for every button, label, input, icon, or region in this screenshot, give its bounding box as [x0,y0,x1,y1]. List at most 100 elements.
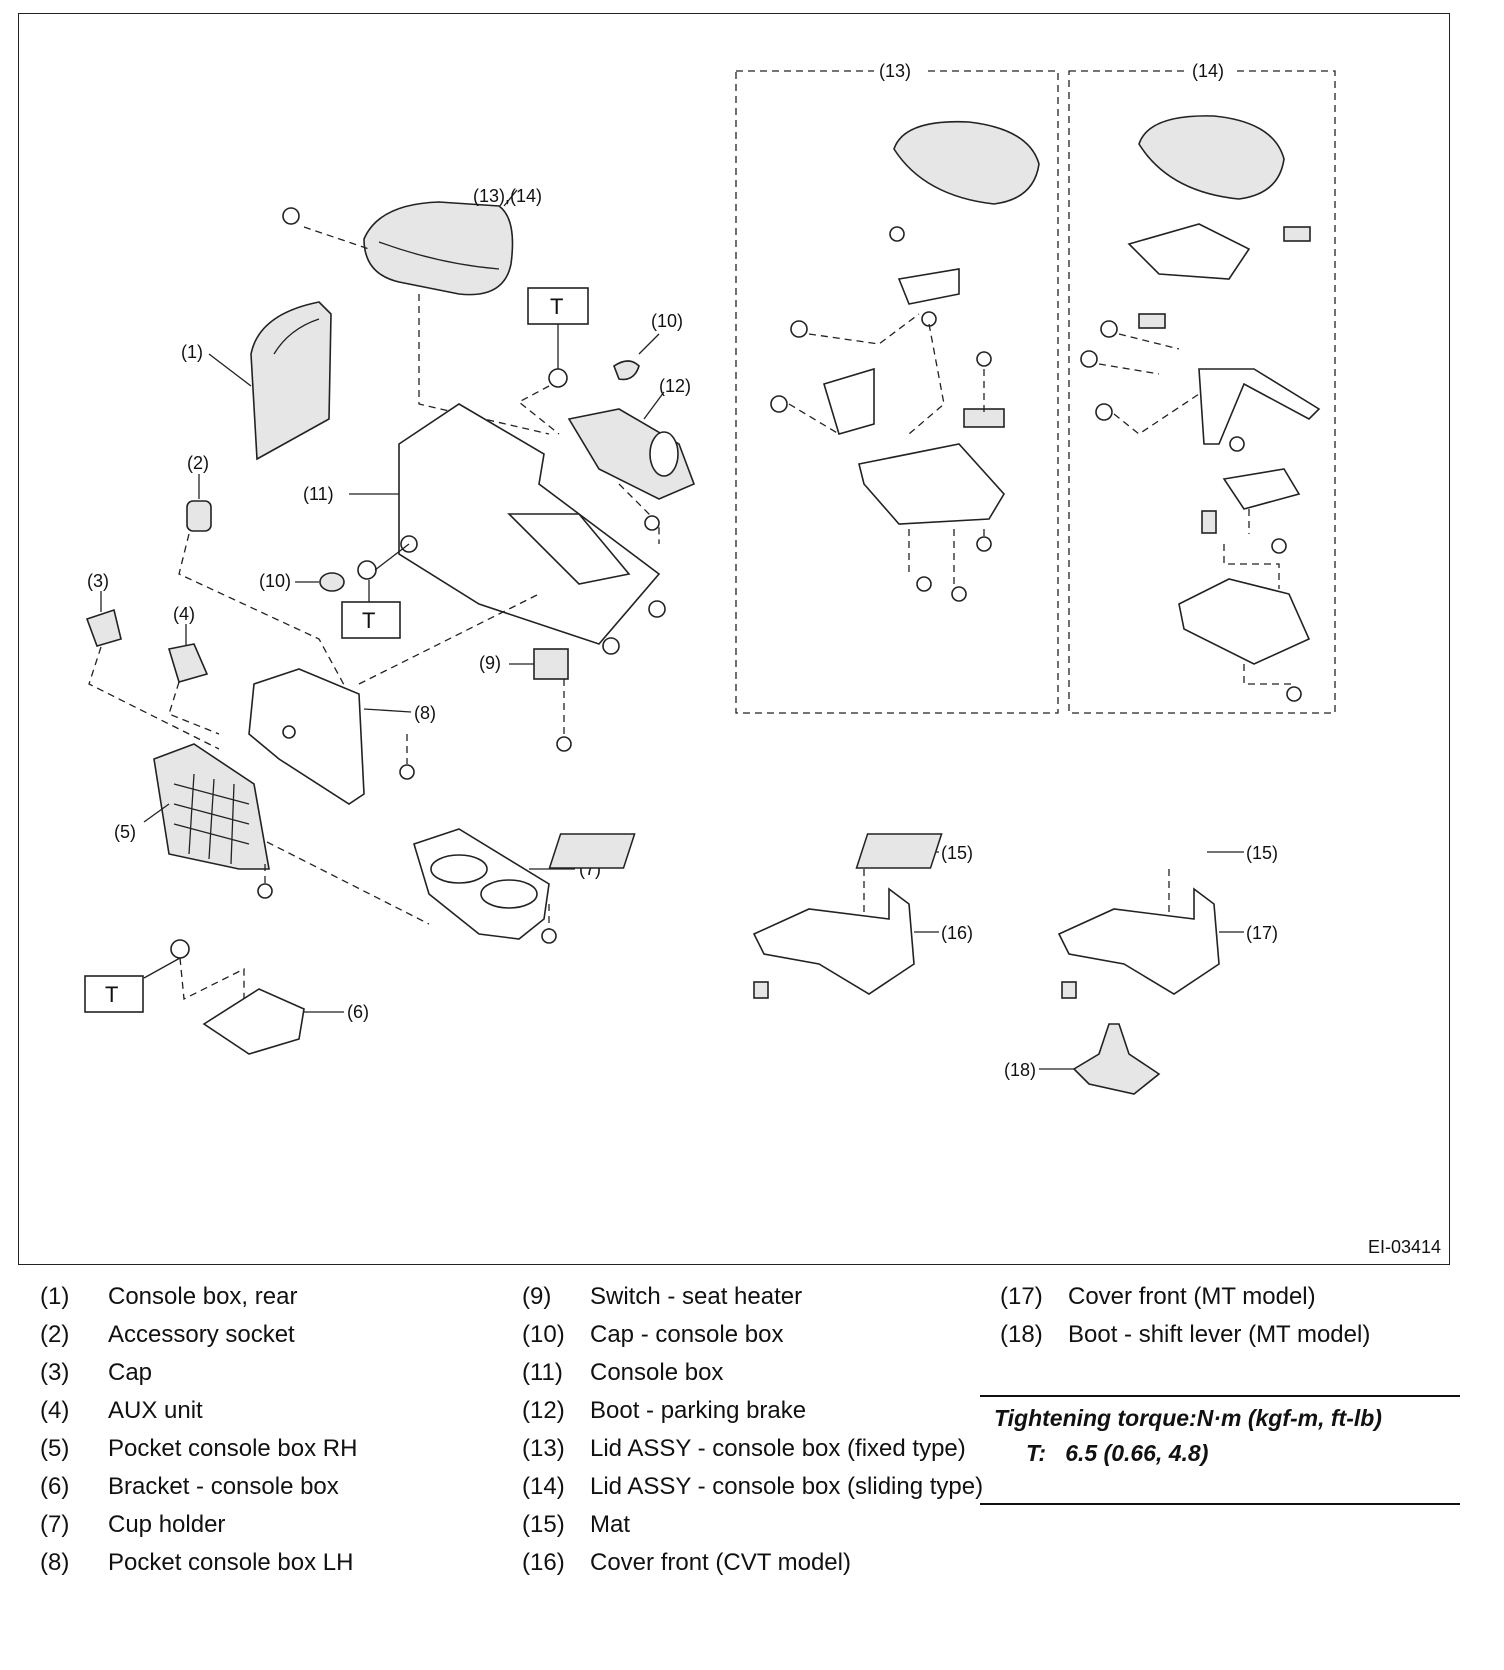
legend-item: (18)Boot - shift lever (MT model) [1000,1321,1460,1349]
callout-2: (2) [187,453,209,473]
callout-3: (3) [87,571,109,591]
legend-item-text: Lid ASSY - console box (fixed type) [590,1435,966,1462]
pocket-console-box-rh-part [153,743,270,870]
torque-box-2 [341,601,401,639]
callout-8: (8) [414,703,436,723]
accessory-socket-part [186,500,212,532]
callout-5: (5) [114,822,136,842]
console-box-part [398,403,661,645]
cap-part [85,608,122,647]
legend-item-text: Cup holder [108,1511,226,1538]
legend-item-number: (8) [40,1549,70,1576]
legend-item: (13) Lid ASSY - console box (fixed type) [522,1435,992,1463]
screw-icon [282,207,300,225]
legend-item-text: Cover front (CVT model) [590,1549,851,1576]
console-box-rear-part [250,301,332,461]
clip-icon [648,600,666,618]
legend-item-number: (7) [40,1511,70,1538]
legend-item-number: (10) [522,1321,565,1348]
legend-item-number: (14) [522,1473,565,1500]
callout-13-14: (13),(14) [473,186,542,206]
exploded-view-diagram: (13) (14) (13),(14) (1) (2) (3) [18,13,1450,1265]
clip-icon [1061,981,1077,999]
legend-item: (9)Switch - seat heater [522,1283,992,1311]
legend-item-number: (9) [522,1283,552,1310]
legend-item: (12) Boot - parking brake [522,1397,992,1425]
console-lid-part [363,201,514,296]
screw-icon [644,515,660,531]
legend-item-number: (2) [40,1321,70,1348]
fixed-lid-detail [770,120,1040,602]
callout-18: (18) [1004,1060,1036,1080]
screw-icon [257,883,273,899]
callout-13-box: (13) [879,61,911,81]
screw-icon [541,928,557,944]
legend-column-2: (9)Switch - seat heater (10) Cap - console… [522,1283,992,1587]
legend-item-text: Cap [108,1359,153,1386]
legend-item-number: (13) [522,1435,565,1462]
seat-heater-switch-part [533,648,569,680]
legend-item: (3) Cap [40,1359,510,1387]
legend-item-text: Cap - console box [590,1321,784,1348]
legend-item: (8) Pocket console box LH [40,1549,510,1577]
legend-item-number: (15) [522,1511,565,1538]
torque-value: 6.5 (0.66, 4.8) [1065,1440,1209,1466]
legend-item-text: Boot - parking brake [590,1397,807,1424]
cup-holder-part [413,828,550,940]
console-box-bracket-part [202,988,305,1055]
legend-item: (1)Console box, rear [40,1283,510,1311]
callout-4: (4) [173,604,195,624]
detail-box-14-gap [1187,60,1237,82]
torque-mark-2: T [362,608,375,633]
legend-item-text: AUX unit [108,1397,203,1424]
legend-item-text: Accessory socket [108,1321,295,1348]
legend-item: (17) Cover front (MT model) [1000,1283,1460,1311]
shift-lever-boot-part [1072,1023,1161,1095]
legend-item-text: Cover front (MT model) [1068,1283,1316,1310]
console-cap-upper-part [613,360,640,381]
console-cap-lower-part [319,572,345,592]
legend-item-text: Boot - shift lever (MT model) [1068,1321,1371,1348]
sliding-lid-detail [1080,115,1321,702]
torque-mark: T: [1026,1440,1047,1466]
parking-brake-boot-part [567,408,696,500]
callout-10-lower: (10) [259,571,291,591]
cover-front-cvt-part [752,887,915,995]
legend-item-text: Pocket console box RH [108,1435,358,1462]
torque-spec: Tightening torque:N·m (kgf-m, ft-lb) T: … [980,1395,1460,1505]
legend-item-number: (4) [40,1397,70,1424]
callout-17: (17) [1246,923,1278,943]
detail-box-13-gap [874,60,924,82]
legend-item: (2) Accessory socket [40,1321,510,1349]
callout-14-box: (14) [1192,61,1224,81]
callout-11: (11) [303,484,334,504]
legend-item-number: (3) [40,1359,70,1386]
callout-6: (6) [347,1002,369,1022]
bolt-icon [357,560,377,580]
torque-mark-1: T [550,294,563,319]
callout-16: (16) [941,923,973,943]
legend-item-text: Bracket - console box [108,1473,339,1500]
cover-front-mt-part [1057,887,1220,995]
screw-icon [399,764,415,780]
torque-mark-3: T [105,982,118,1007]
torque-heading: Tightening torque:N·m (kgf-m, ft-lb) [994,1405,1382,1431]
mat-cvt-part [548,833,636,869]
legend-item-number: (11) [522,1359,563,1386]
legend-item: (6)Bracket - console box [40,1473,510,1501]
callout-1: (1) [181,342,203,362]
legend-item: (7) Cup holder [40,1511,510,1539]
callout-15-cvt: (15) [941,843,973,863]
legend-item: (15)Mat [522,1511,992,1539]
legend-item-text: Pocket console box LH [108,1549,354,1576]
callout-12: (12) [659,376,691,396]
legend-item-number: (17) [1000,1283,1043,1310]
legend-item: (14)Lid ASSY - console box (sliding type… [522,1473,992,1501]
diagram-canvas: (13) (14) (13),(14) (1) (2) (3) [84,60,1336,1095]
legend-item: (16) Cover front (CVT model) [522,1549,992,1577]
bolt-icon [548,368,568,388]
legend-item-number: (16) [522,1549,565,1576]
legend-item: (4) AUX unit [40,1397,510,1425]
legend-item-number: (12) [522,1397,565,1424]
legend-item-number: (1) [40,1283,70,1310]
